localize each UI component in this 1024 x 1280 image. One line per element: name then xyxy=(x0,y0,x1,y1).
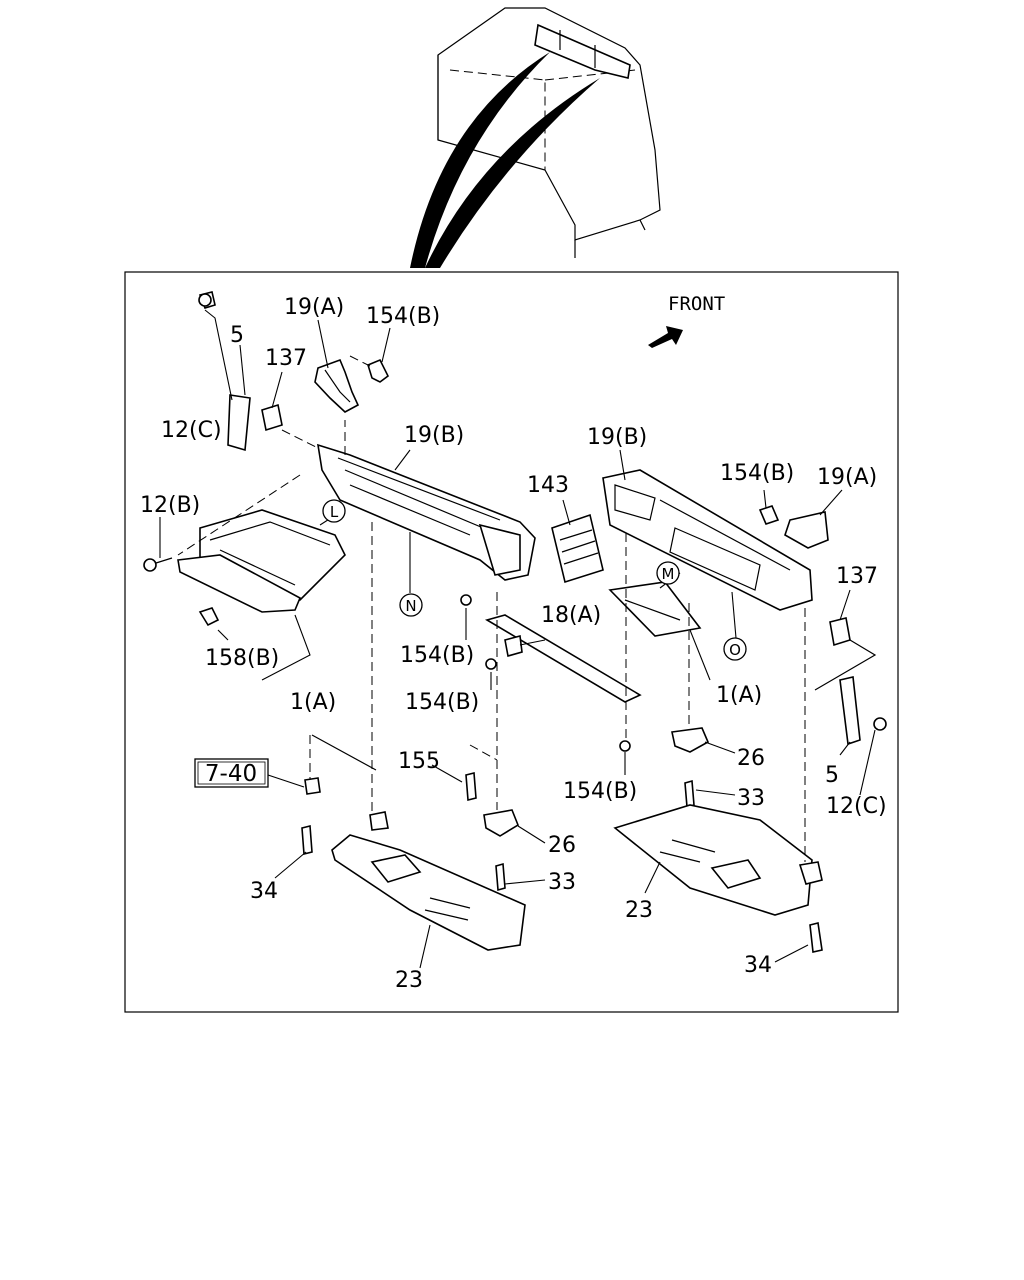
label-5-left: 5 xyxy=(230,323,244,348)
label-137-right: 137 xyxy=(836,564,878,589)
svg-text:L: L xyxy=(330,503,339,521)
svg-text:M: M xyxy=(662,565,675,583)
label-155: 155 xyxy=(398,749,440,774)
label-158b: 158(B) xyxy=(205,646,279,671)
front-arrow-icon xyxy=(648,326,683,348)
label-12c-right: 12(C) xyxy=(826,794,887,819)
circle-mark-m: M xyxy=(656,561,680,585)
right-console-assembly xyxy=(602,469,887,809)
label-143: 143 xyxy=(527,473,569,498)
leader-lines xyxy=(159,309,876,969)
label-26-right: 26 xyxy=(737,746,765,771)
svg-text:N: N xyxy=(405,597,416,615)
sun-visor-right xyxy=(613,804,823,953)
label-34-left: 34 xyxy=(250,879,278,904)
left-console-assembly xyxy=(143,291,536,670)
assembly-lines xyxy=(177,420,806,862)
front-label: FRONT xyxy=(668,293,725,315)
label-19b-right: 19(B) xyxy=(587,425,647,450)
label-137-left: 137 xyxy=(265,346,307,371)
label-154b-mid-left: 154(B) xyxy=(400,643,474,668)
rail-bracket xyxy=(484,614,642,703)
sun-visor-left xyxy=(301,771,526,951)
air-grille xyxy=(551,513,604,584)
truck-cab-illustration xyxy=(410,7,661,268)
label-1a-left: 1(A) xyxy=(290,690,336,715)
label-19b-left: 19(B) xyxy=(404,423,464,448)
label-33-right: 33 xyxy=(737,786,765,811)
detail-frame xyxy=(124,271,899,1013)
circle-mark-o: O xyxy=(723,637,747,661)
svg-text:7-40: 7-40 xyxy=(205,761,257,787)
circle-mark-n: N xyxy=(399,593,423,617)
label-154b-top-left: 154(B) xyxy=(366,304,440,329)
label-26-center: 26 xyxy=(548,833,576,858)
label-23-right: 23 xyxy=(625,898,653,923)
label-1a-right: 1(A) xyxy=(716,683,762,708)
label-18a: 18(A) xyxy=(541,603,601,628)
svg-text:O: O xyxy=(729,641,741,659)
label-5-right: 5 xyxy=(825,763,839,788)
circle-mark-l: L xyxy=(322,499,346,523)
reference-box-7-40: 7-40 xyxy=(194,758,269,788)
label-154b-low-left: 154(B) xyxy=(405,690,479,715)
label-12b: 12(B) xyxy=(140,493,200,518)
label-154b-top-right: 154(B) xyxy=(720,461,794,486)
label-23-left: 23 xyxy=(395,968,423,993)
part-labels: 19(A) 154(B) 5 137 12(C) 19(B) 12(B) 158… xyxy=(140,295,887,993)
label-12c-left: 12(C) xyxy=(161,418,222,443)
label-19a-right: 19(A) xyxy=(817,465,877,490)
label-33-center: 33 xyxy=(548,870,576,895)
label-19a-left: 19(A) xyxy=(284,295,344,320)
label-34-right: 34 xyxy=(744,953,772,978)
label-154b-low-right: 154(B) xyxy=(563,779,637,804)
